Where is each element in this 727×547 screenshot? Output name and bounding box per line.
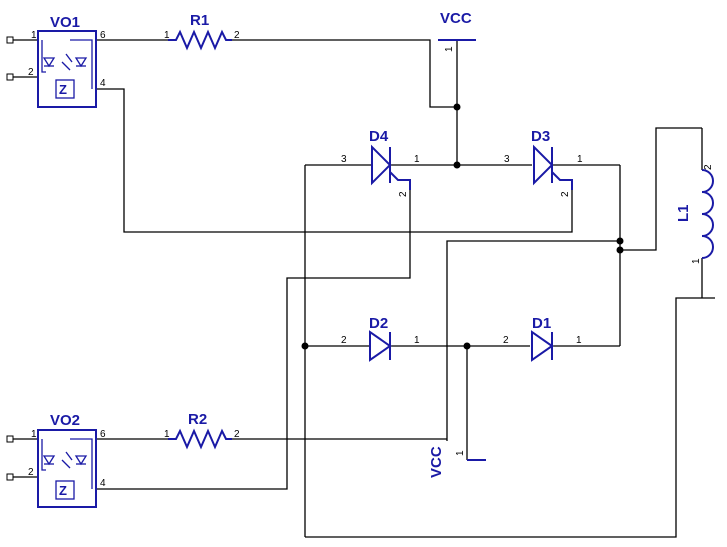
optocoupler-vo2: VO2 Z 1 2 6 4 [28,412,106,508]
r2-label: R2 [188,411,207,428]
vo2-pin-2: 2 [28,467,34,478]
d1-pin-1: 1 [576,335,582,346]
d4-pin-2: 2 [398,191,409,197]
d3-pin-3: 3 [504,154,510,165]
inductor-l1: L1 2 1 [675,164,714,264]
d1-pin-2: 2 [503,335,509,346]
vo2-label: VO2 [50,412,80,429]
d4-pin-1: 1 [414,154,420,165]
diode-d2: D2 2 1 [341,315,420,362]
resistor-r2: R2 1 2 [164,411,240,450]
d4-pin-3: 3 [341,154,347,165]
l1-label: L1 [675,204,692,222]
input-terminals [6,36,14,481]
vcc-top: VCC 1 [438,10,476,52]
vo1-pin-2: 2 [28,67,34,78]
vo2-pin-6: 6 [100,429,106,440]
vcc-bottom: VCC 1 [428,446,486,478]
vo1-pin-4: 4 [100,78,106,89]
junction-dots [301,103,624,350]
vcc-top-label: VCC [440,10,472,27]
vcc-top-pin: 1 [444,46,455,52]
vo2-zener-label: Z [59,483,67,498]
vcc-bottom-label: VCC [428,446,445,478]
optocoupler-vo1: VO1 Z 1 2 6 4 [28,14,106,108]
d3-pin-1: 1 [577,154,583,165]
r2-pin-1: 1 [164,429,170,440]
wires [12,39,715,538]
l1-pin-2: 2 [703,164,714,170]
l1-pin-1: 1 [691,258,702,264]
vo1-label: VO1 [50,14,80,31]
resistor-r1: R1 1 2 [164,12,240,51]
r1-pin-1: 1 [164,30,170,41]
d3-label: D3 [531,128,550,145]
diode-d4: D4 3 1 2 [341,128,420,197]
vo2-pin-1: 1 [31,429,37,440]
d2-pin-1: 1 [414,335,420,346]
d1-label: D1 [532,315,551,332]
d3-pin-2: 2 [560,191,571,197]
vo2-pin-4: 4 [100,478,106,489]
d2-label: D2 [369,315,388,332]
diode-d3: D3 3 1 2 [504,128,583,197]
diode-d1: D1 2 1 [503,315,582,362]
vo1-zener-label: Z [59,82,67,97]
vcc-bottom-pin: 1 [455,450,466,456]
d4-label: D4 [369,128,389,145]
r2-pin-2: 2 [234,429,240,440]
r1-label: R1 [190,12,209,29]
r1-pin-2: 2 [234,30,240,41]
vo1-pin-6: 6 [100,30,106,41]
vo1-pin-1: 1 [31,30,37,41]
d2-pin-2: 2 [341,335,347,346]
